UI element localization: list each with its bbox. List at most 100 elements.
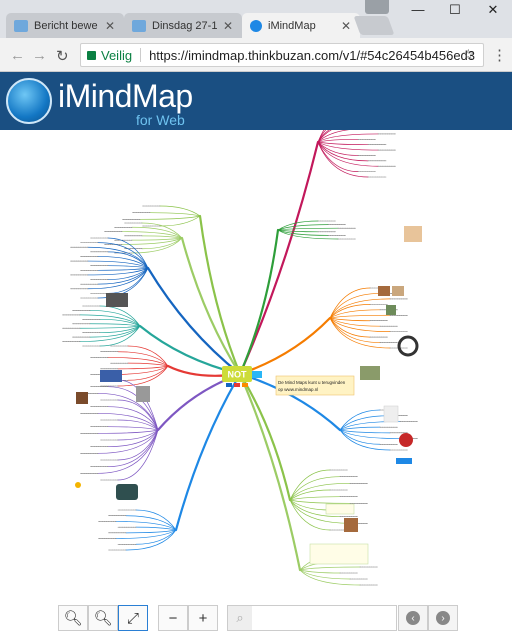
mindmap-branch[interactable]	[198, 214, 242, 376]
new-tab-button[interactable]	[353, 16, 395, 35]
mindmap-subbranch[interactable]	[141, 222, 183, 239]
mindmap-subbranch[interactable]	[289, 499, 351, 524]
mindmap-subbranch[interactable]	[277, 227, 339, 231]
mindmap-subbranch[interactable]	[89, 323, 141, 327]
mindmap-subbranch[interactable]	[317, 141, 359, 156]
back-button[interactable]: ←	[10, 47, 25, 64]
mindmap-subbranch[interactable]	[97, 267, 149, 299]
mindmap-subbranch[interactable]	[89, 310, 141, 327]
mindmap-subbranch[interactable]	[117, 429, 159, 481]
prev-result-button[interactable]: ‹	[398, 605, 428, 631]
mindmap-branch[interactable]	[174, 372, 242, 532]
mindmap-subbranch[interactable]	[289, 469, 331, 501]
address-bar[interactable]: Veilig https://imindmap.thinkbuzan.com/v…	[80, 43, 484, 67]
tab-imindmap[interactable]: iMindMap ✕	[242, 13, 360, 38]
mindmap-subbranch[interactable]	[141, 235, 183, 239]
mindmap-subbranch[interactable]	[107, 237, 149, 269]
tab-bericht[interactable]: Bericht bewe ✕	[6, 13, 124, 38]
mindmap-subbranch[interactable]	[329, 298, 391, 319]
mindmap-subbranch[interactable]	[339, 429, 381, 445]
mindmap-subbranch[interactable]	[289, 499, 331, 511]
minimize-button[interactable]: —	[411, 2, 425, 17]
mindmap-subbranch[interactable]	[135, 526, 177, 531]
profile-icon[interactable]	[365, 0, 389, 14]
mindmap-subbranch[interactable]	[299, 569, 341, 574]
mindmap-subbranch[interactable]	[97, 429, 159, 474]
mindmap-subbranch[interactable]	[125, 529, 177, 534]
mindmap-subbranch[interactable]	[289, 499, 341, 518]
mindmap-branch[interactable]	[180, 236, 242, 376]
maximize-button[interactable]: ☐	[449, 2, 461, 17]
mindmap-subbranch[interactable]	[117, 365, 169, 387]
mindmap-subbranch[interactable]	[87, 246, 149, 269]
mindmap-subbranch[interactable]	[329, 293, 381, 319]
mindmap-subbranch[interactable]	[277, 220, 319, 231]
expand-button[interactable]: +	[188, 605, 218, 631]
mindmap-subbranch[interactable]	[107, 357, 169, 367]
mindmap-subbranch[interactable]	[299, 569, 361, 586]
mindmap-subbranch[interactable]	[115, 529, 177, 539]
reload-button[interactable]: ↻	[56, 48, 69, 65]
mindmap-subbranch[interactable]	[139, 215, 201, 220]
mindmap-subbranch[interactable]	[117, 419, 159, 431]
mindmap-subbranch[interactable]	[127, 365, 169, 381]
collapse-button[interactable]: −	[158, 605, 188, 631]
mindmap-branch[interactable]	[238, 372, 302, 572]
mindmap-subbranch[interactable]	[97, 256, 149, 269]
mindmap-subbranch[interactable]	[131, 237, 183, 241]
mindmap-subbranch[interactable]	[149, 212, 201, 217]
mindmap-subbranch[interactable]	[107, 267, 149, 280]
mindmap-subbranch[interactable]	[277, 229, 319, 233]
mindmap-subbranch[interactable]	[99, 305, 141, 327]
mindmap-subbranch[interactable]	[97, 242, 149, 269]
mindmap-subbranch[interactable]	[329, 317, 381, 343]
mindmap-subbranch[interactable]	[317, 112, 369, 143]
mindmap-subbranch[interactable]	[317, 128, 369, 143]
mindmap-subbranch[interactable]	[107, 251, 149, 269]
mindmap-subbranch[interactable]	[277, 229, 339, 240]
mindmap-subbranch[interactable]	[317, 141, 369, 178]
mindmap-subbranch[interactable]	[115, 521, 177, 531]
mindmap-subbranch[interactable]	[79, 325, 141, 329]
mindmap-subbranch[interactable]	[317, 141, 369, 162]
mindmap-subbranch[interactable]	[97, 412, 159, 431]
mindmap-subbranch[interactable]	[131, 226, 183, 239]
fit-to-screen-button[interactable]: ⤢	[118, 605, 148, 631]
mindmap-subbranch[interactable]	[89, 325, 141, 338]
tab-close-icon[interactable]: ✕	[340, 18, 352, 33]
mindmap-subbranch[interactable]	[299, 569, 351, 580]
mindmap-subbranch[interactable]	[117, 399, 159, 431]
mindmap-subbranch[interactable]	[135, 509, 177, 531]
mindmap-branch[interactable]	[238, 316, 332, 376]
tab-dinsdag[interactable]: Dinsdag 27-1 ✕	[124, 13, 242, 38]
mindmap-subbranch[interactable]	[125, 515, 177, 531]
search-input[interactable]	[254, 608, 392, 628]
mindmap-subbranch[interactable]	[277, 224, 329, 231]
mindmap-subbranch[interactable]	[159, 205, 201, 217]
zoom-in-button[interactable]: 🔍︎	[88, 605, 118, 631]
mindmap-subbranch[interactable]	[289, 489, 331, 501]
mindmap-subbranch[interactable]	[121, 231, 183, 239]
mindmap-subbranch[interactable]	[329, 317, 391, 349]
mindmap-subbranch[interactable]	[339, 426, 381, 431]
mindmap-subbranch[interactable]	[117, 429, 159, 461]
mindmap-subbranch[interactable]	[329, 317, 371, 338]
browser-menu-icon[interactable]: ⋮	[492, 47, 507, 64]
mindmap-subbranch[interactable]	[159, 215, 201, 227]
mindmap-subbranch[interactable]	[97, 267, 149, 271]
mindmap-subbranch[interactable]	[97, 429, 159, 454]
mindmap-subbranch[interactable]	[289, 496, 341, 501]
mindmap-subbranch[interactable]	[289, 499, 351, 504]
mindmap-subbranch[interactable]	[99, 325, 141, 347]
mindmap-subbranch[interactable]	[289, 482, 351, 501]
mindmap-subbranch[interactable]	[117, 351, 169, 367]
mindmap-branch[interactable]	[146, 266, 242, 376]
mindmap-subbranch[interactable]	[299, 566, 361, 571]
zoom-out-button[interactable]: 🔍︎	[58, 605, 88, 631]
mindmap-subbranch[interactable]	[107, 406, 159, 431]
mindmap-subbranch[interactable]	[141, 237, 183, 250]
mindmap-subbranch[interactable]	[339, 429, 401, 439]
mindmap-subbranch[interactable]	[87, 267, 149, 276]
next-result-button[interactable]: ›	[428, 605, 458, 631]
mindmap-subbranch[interactable]	[317, 141, 379, 151]
